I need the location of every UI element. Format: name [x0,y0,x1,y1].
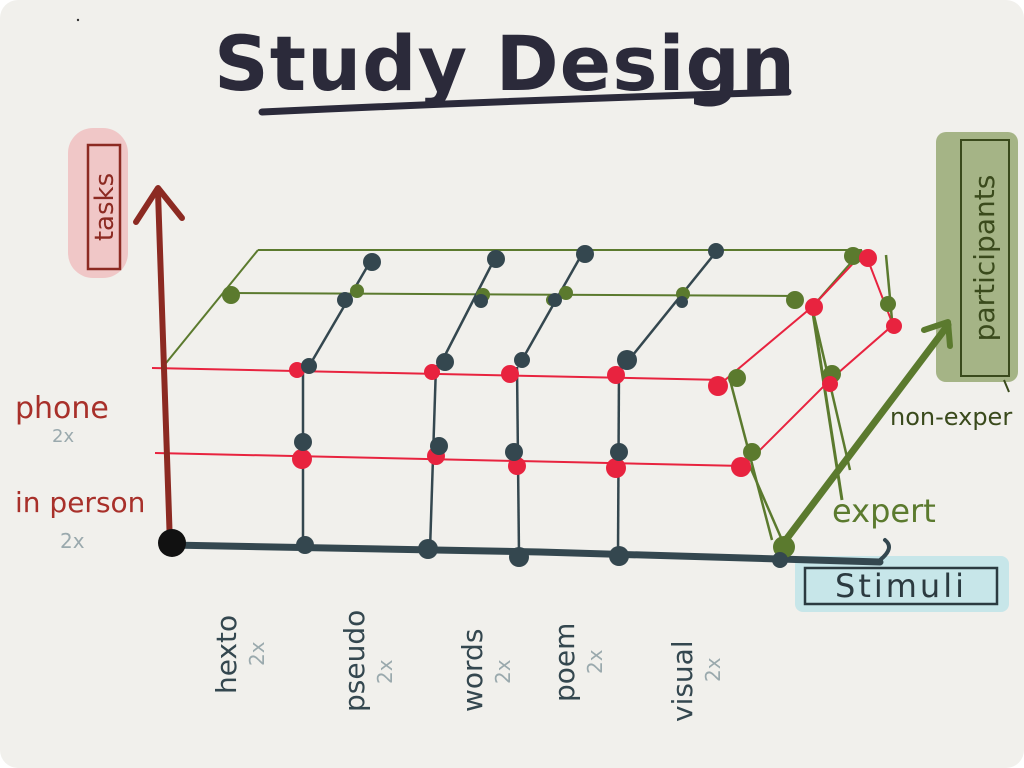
stimulus-poem: poem 2x [548,623,607,702]
participants-label: participants [968,175,1001,342]
participant-non-expert-label: non-exper [890,403,1012,431]
task-in-person-count: 2x [60,529,85,553]
tasks-axis [155,189,173,548]
stimuli-dots [294,243,788,568]
participant-expert-label: expert [832,492,936,530]
stimulus-count: 2x [491,659,515,684]
title-underline [258,88,792,116]
task-in-person-label: in person [15,486,145,519]
origin-dot [158,529,186,557]
participant-dots [222,247,896,558]
stray-mark [1003,379,1010,393]
stimulus-label: poem [548,623,581,702]
stimulus-count: 2x [373,659,397,684]
stimulus-visual: visual 2x [666,640,725,722]
task-phone-label: phone [15,391,109,426]
participants-axis [778,321,952,549]
arrow-icon [921,319,953,349]
stimulus-count: 2x [583,649,607,674]
back-grid [161,249,863,369]
stimuli-axis-tail [878,538,891,562]
arrow-icon [133,185,185,225]
tasks-label-group: tasks [86,143,122,271]
tasks-label: tasks [90,173,120,241]
stimulus-words: words 2x [456,629,515,712]
stimulus-label: pseudo [338,610,371,712]
stimulus-label: words [456,629,489,712]
participants-label-box [960,139,1010,377]
tasks-label-box [86,143,122,271]
stimulus-count: 2x [701,657,725,682]
task-dots [289,249,902,478]
stimuli-axis [166,541,884,566]
stimulus-pseudo: pseudo 2x [338,610,397,712]
task-phone-count: 2x [52,426,74,447]
tasks-highlight [68,128,128,278]
participants-label-group: participants [960,139,1010,377]
stimulus-label: visual [666,640,699,722]
stimuli-label: Stimuli [835,567,967,605]
participants-axis-side [810,306,844,501]
stimulus-label: hexto [210,615,243,694]
stimulus-hexto: hexto 2x [210,615,269,694]
stimuli-highlight [795,556,1009,612]
participants-highlight [936,132,1018,382]
stray-dot [76,18,80,22]
stimulus-count: 2x [245,641,269,666]
stimuli-depth-lines [306,251,717,369]
stimuli-label-box [803,566,999,606]
